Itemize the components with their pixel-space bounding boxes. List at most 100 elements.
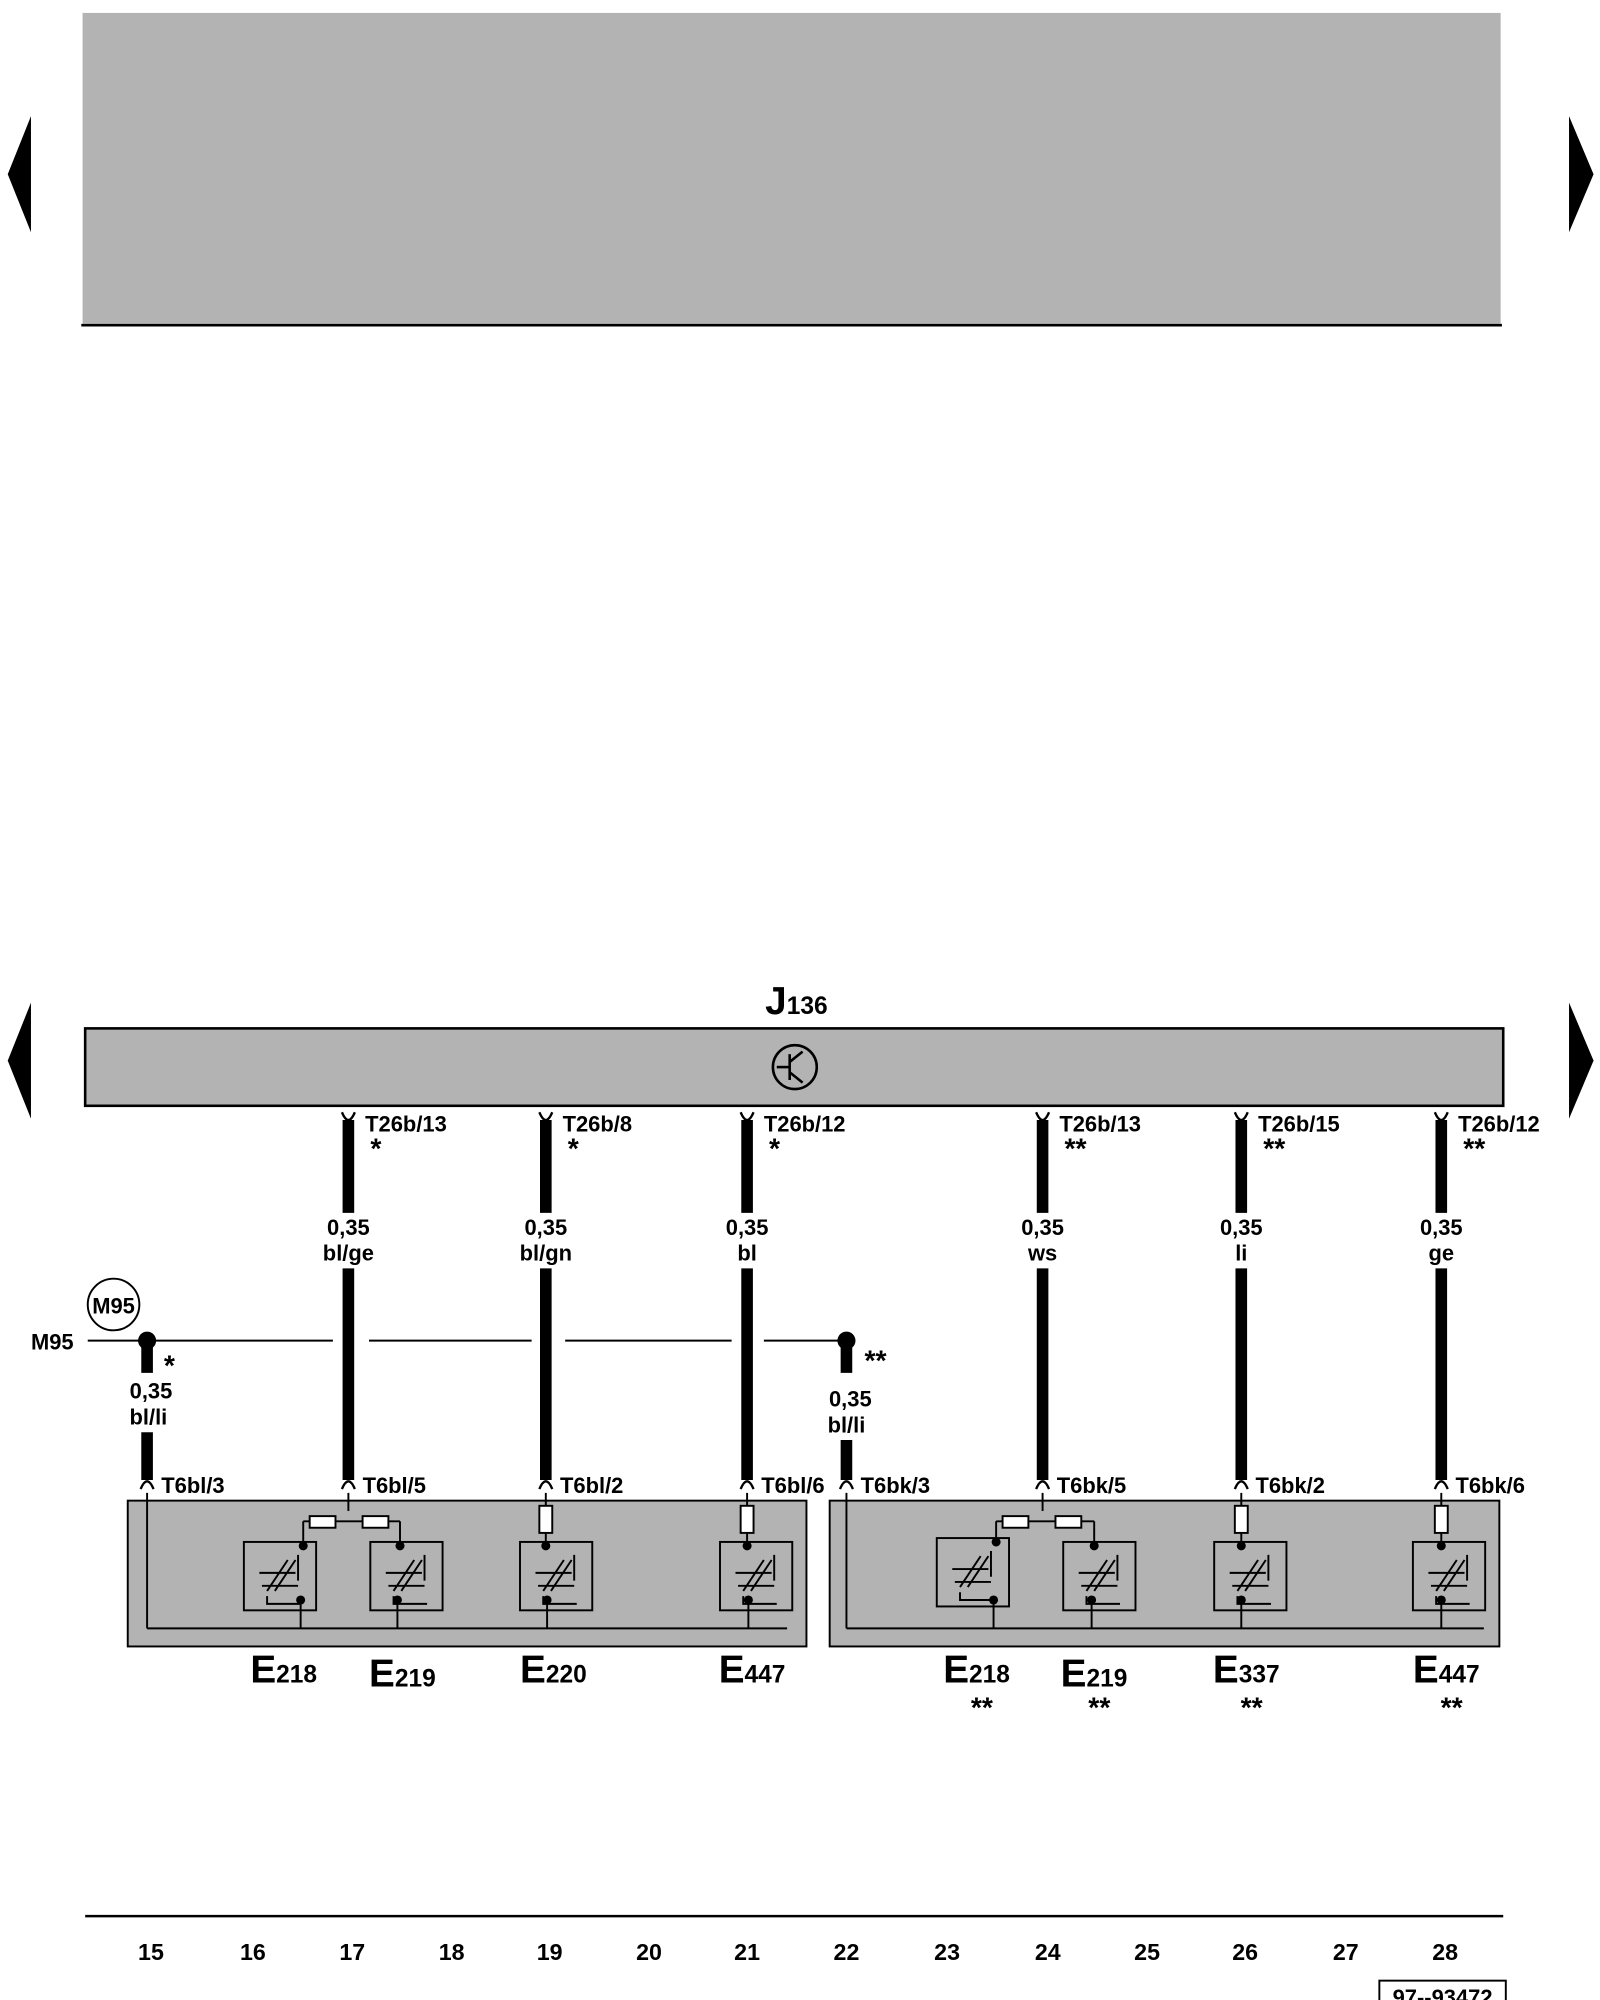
switch-box	[1213, 1540, 1288, 1612]
connector-icon	[1433, 1111, 1449, 1122]
ground-point-label: M95	[92, 1294, 135, 1319]
wire-top-pin: T26b/13	[365, 1112, 447, 1137]
switch-box	[242, 1540, 318, 1612]
connector-icon	[739, 1111, 755, 1122]
resistor-icon	[739, 1504, 755, 1534]
resistor-icon	[1054, 1515, 1083, 1529]
switch-contacts-icon	[1078, 1554, 1120, 1605]
transistor-emitter	[788, 1071, 804, 1084]
wire-size: 0,35	[1220, 1215, 1263, 1240]
ground-wire-color: bl/li	[828, 1412, 866, 1437]
ground-point-circle	[86, 1277, 141, 1332]
switch-symbol	[242, 1540, 318, 1612]
wire-mark: **	[1065, 1134, 1088, 1166]
next-page-arrow-icon[interactable]	[1569, 116, 1594, 233]
junction-dot	[991, 1537, 1001, 1547]
junction-dot	[296, 1595, 306, 1605]
wire-top-pin: T26b/8	[563, 1112, 632, 1137]
junction-dot	[742, 1541, 752, 1551]
ground-wire-mark: **	[865, 1345, 888, 1377]
wire-size: 0,35	[327, 1215, 370, 1240]
figure-id: 97--93472	[1393, 1985, 1493, 2000]
switch-contacts-icon	[385, 1554, 428, 1605]
connector-icon	[1035, 1111, 1051, 1122]
wire-color: ge	[1428, 1241, 1454, 1266]
junction-dot	[1436, 1595, 1446, 1605]
switch-label: E447	[719, 1649, 786, 1692]
junction-dot	[989, 1595, 999, 1605]
wire-color: bl/gn	[520, 1241, 572, 1266]
track-number: 17	[339, 1939, 365, 1965]
wire-bottom-pin: T6bl/2	[560, 1473, 623, 1498]
ground-wire-mark: *	[164, 1350, 176, 1382]
junction-dot	[395, 1541, 405, 1551]
switch-symbol	[1411, 1540, 1487, 1612]
track-number: 28	[1432, 1939, 1458, 1965]
connector-icon	[1433, 1480, 1449, 1490]
switch-symbol	[369, 1540, 444, 1612]
wire-top-pin: T26b/15	[1258, 1112, 1340, 1137]
resistor-icon	[1001, 1515, 1030, 1529]
switch-symbol	[1213, 1540, 1288, 1612]
junction-dot	[392, 1595, 402, 1605]
junction-dot	[743, 1595, 753, 1605]
wire-color: bl	[737, 1241, 756, 1266]
track-number: 22	[834, 1939, 860, 1965]
wire-top-pin: T26b/13	[1059, 1112, 1141, 1137]
track-number: 18	[439, 1939, 465, 1965]
switch-label: E219	[1061, 1652, 1128, 1695]
connector-icon	[1035, 1480, 1051, 1490]
switch-variant-mark: **	[1241, 1692, 1264, 1724]
track-number: 19	[537, 1939, 563, 1965]
switch-label: E337	[1213, 1649, 1280, 1692]
connector-icon	[1233, 1480, 1249, 1490]
junction-dot	[1236, 1541, 1246, 1551]
resistor-icon	[361, 1515, 390, 1529]
junction-dot	[298, 1541, 308, 1551]
switch-label: E220	[520, 1649, 587, 1692]
switch-label: E218	[943, 1649, 1010, 1692]
wire-mark: *	[370, 1134, 382, 1166]
track-number: 16	[240, 1939, 266, 1965]
track-number: 21	[734, 1939, 760, 1965]
connector-icon	[538, 1480, 554, 1490]
switch-box	[719, 1540, 794, 1612]
ground-wire-pin: T6bl/3	[161, 1473, 224, 1498]
wire-mark: **	[1463, 1134, 1486, 1166]
connector-icon	[838, 1480, 854, 1490]
switch-box	[1411, 1540, 1487, 1612]
connector-icon	[1233, 1111, 1249, 1122]
switch-panel-left	[126, 1499, 808, 1648]
wire-size: 0,35	[1021, 1215, 1064, 1240]
junction-dot	[541, 1541, 551, 1551]
module-j136-box	[83, 1027, 1505, 1108]
prev-page-arrow-icon[interactable]	[7, 116, 31, 233]
switch-contacts-icon	[1229, 1554, 1271, 1605]
connector-icon	[340, 1111, 356, 1122]
ground-wire-pin: T6bk/3	[861, 1473, 930, 1498]
resistor-icon	[308, 1515, 337, 1529]
wire-size: 0,35	[524, 1215, 567, 1240]
wire-mark: *	[568, 1134, 580, 1166]
switch-label: E219	[369, 1652, 436, 1695]
switch-symbol	[935, 1537, 1010, 1608]
junction-dot	[1087, 1595, 1097, 1605]
transistor-collector	[788, 1050, 804, 1063]
junction-dot	[1236, 1595, 1246, 1605]
prev-page-arrow-icon[interactable]	[7, 1002, 31, 1119]
wire-bottom-pin: T6bl/6	[761, 1473, 824, 1498]
next-page-arrow-icon[interactable]	[1569, 1002, 1594, 1119]
connector-icon	[538, 1111, 554, 1122]
switch-variant-mark: **	[1088, 1692, 1111, 1724]
diagram-content: J136T26b/13*0,35bl/geT6bl/5T26b/8*0,35bl…	[7, 12, 1594, 2000]
junction-dot	[1436, 1541, 1446, 1551]
figure-id-box	[1378, 1979, 1507, 2000]
ground-wire-color: bl/li	[130, 1405, 168, 1430]
switch-box	[1062, 1540, 1137, 1612]
track-number: 20	[636, 1939, 662, 1965]
ground-wire-size: 0,35	[829, 1386, 872, 1411]
transistor-symbol-icon	[771, 1043, 819, 1091]
track-number: 26	[1232, 1939, 1258, 1965]
switch-contacts-icon	[952, 1550, 994, 1601]
